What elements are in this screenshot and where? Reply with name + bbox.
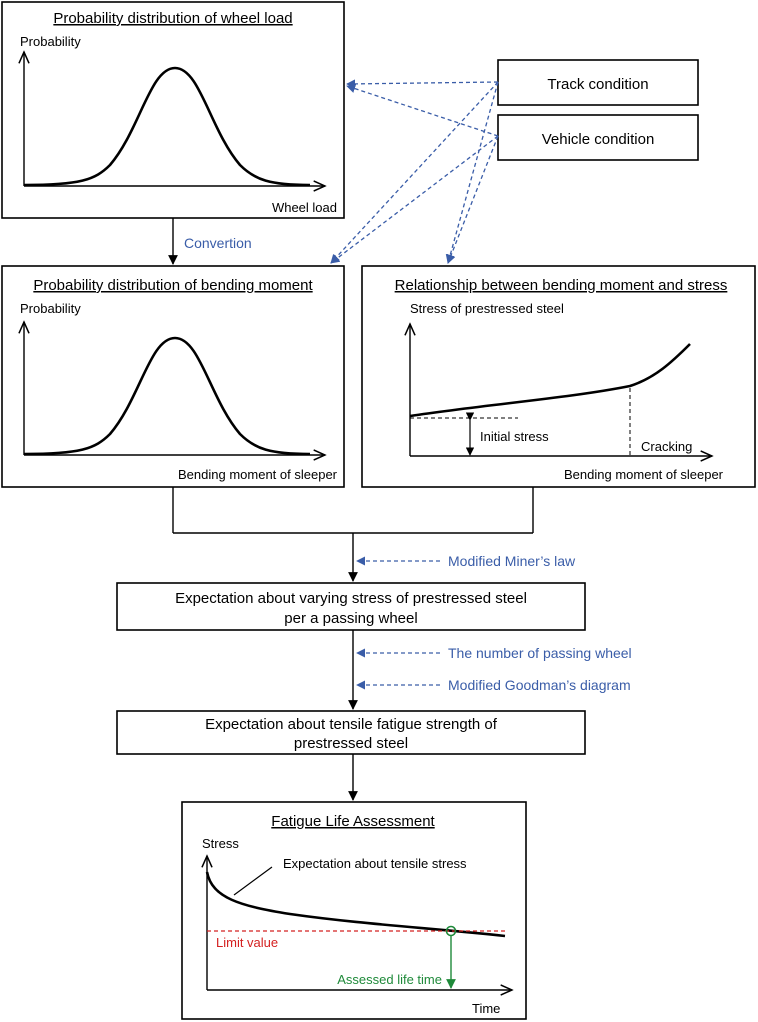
intersection-marker bbox=[445, 925, 457, 937]
wheel-load-ylabel: Probability bbox=[20, 34, 81, 49]
expectation-varying-line2: per a passing wheel bbox=[284, 610, 417, 627]
track-condition-box: Track condition bbox=[497, 59, 699, 106]
bending-moment-title: Probability distribution of bending mome… bbox=[33, 277, 313, 294]
expectation-varying-line1: Expectation about varying stress of pres… bbox=[175, 590, 527, 607]
convertion-label: Convertion bbox=[184, 235, 252, 251]
fatigue-ylabel: Stress bbox=[202, 836, 239, 851]
stress-curve bbox=[409, 343, 691, 418]
relationship-box: Relationship between bending moment and … bbox=[361, 265, 756, 488]
initial-stress-label: Initial stress bbox=[480, 429, 549, 444]
fatigue-title: Fatigue Life Assessment bbox=[271, 813, 435, 830]
miners-law-label: Modified Miner’s law bbox=[448, 553, 576, 569]
wheel-load-box: Probability distribution of wheel load P… bbox=[1, 1, 345, 219]
vehicle-condition-label: Vehicle condition bbox=[542, 131, 655, 148]
curve-leader-line bbox=[233, 866, 273, 896]
bending-moment-box: Probability distribution of bending mome… bbox=[1, 265, 345, 488]
limit-value-label: Limit value bbox=[216, 935, 278, 950]
normal-curve bbox=[23, 66, 311, 187]
goodman-label: Modified Goodman’s diagram bbox=[448, 677, 631, 693]
relationship-ylabel: Stress of prestressed steel bbox=[410, 301, 564, 316]
expectation-tensile-line2: prestressed steel bbox=[294, 735, 408, 752]
bending-moment-ylabel: Probability bbox=[20, 301, 81, 316]
relationship-title: Relationship between bending moment and … bbox=[395, 277, 728, 294]
expectation-tensile-line1: Expectation about tensile fatigue streng… bbox=[205, 716, 498, 733]
wheel-load-xlabel: Wheel load bbox=[272, 200, 337, 215]
influence-arrows bbox=[330, 79, 499, 264]
passing-wheel-label: The number of passing wheel bbox=[448, 645, 632, 661]
bending-moment-xlabel: Bending moment of sleeper bbox=[178, 467, 338, 482]
fatigue-xlabel: Time bbox=[472, 1001, 500, 1016]
merge-connector bbox=[172, 487, 534, 534]
expectation-tensile-box: Expectation about tensile fatigue streng… bbox=[116, 710, 586, 755]
fatigue-life-box: Fatigue Life Assessment Stress Expectati… bbox=[181, 801, 527, 1020]
curve-label: Expectation about tensile stress bbox=[283, 856, 467, 871]
expectation-varying-box: Expectation about varying stress of pres… bbox=[116, 582, 586, 631]
wheel-load-title: Probability distribution of wheel load bbox=[53, 10, 292, 27]
relationship-xlabel: Bending moment of sleeper bbox=[564, 467, 724, 482]
normal-curve bbox=[23, 336, 311, 456]
cracking-label: Cracking bbox=[641, 439, 692, 454]
track-condition-label: Track condition bbox=[547, 76, 648, 93]
vehicle-condition-box: Vehicle condition bbox=[497, 114, 699, 161]
life-time-label: Assessed life time bbox=[337, 972, 442, 987]
